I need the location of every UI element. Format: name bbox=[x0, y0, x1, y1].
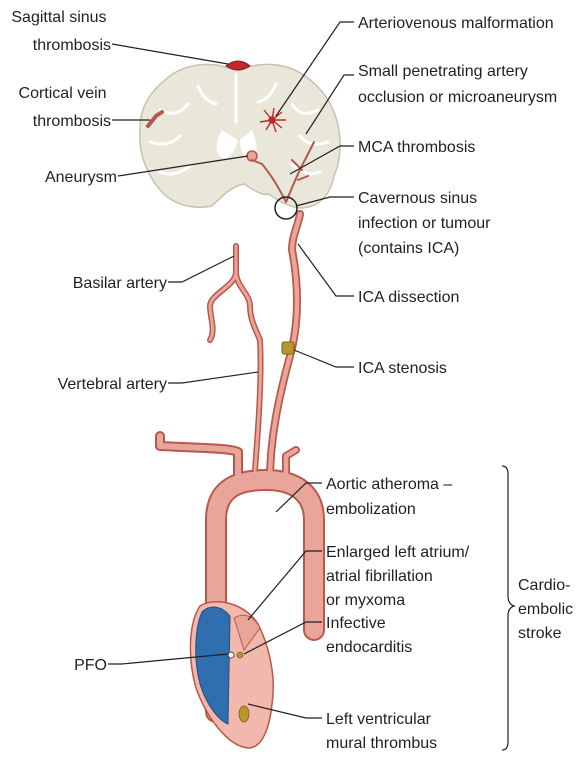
label-cavernous: Cavernous sinus infection or tumour (con… bbox=[358, 190, 495, 257]
label-basilar-artery: Basilar artery bbox=[73, 275, 167, 292]
pfo-marker bbox=[228, 652, 234, 658]
label-small-artery: Small penetrating artery occlusion or mi… bbox=[358, 63, 557, 106]
label-vertebral-artery: Vertebral artery bbox=[58, 376, 167, 393]
brain-coronal-section bbox=[140, 61, 340, 208]
label-lv-thrombus: Left ventricular mural thrombus bbox=[326, 711, 437, 752]
label-endocarditis: Infective endocarditis bbox=[326, 615, 412, 656]
ica-stenosis-plaque bbox=[282, 342, 294, 354]
label-aortic: Aortic atheroma – embolization bbox=[326, 476, 457, 518]
label-ica-stenosis: ICA stenosis bbox=[358, 360, 447, 377]
label-pfo: PFO bbox=[74, 657, 107, 674]
label-avm: Arteriovenous malformation bbox=[358, 15, 554, 32]
heart bbox=[190, 602, 273, 748]
label-mca: MCA thrombosis bbox=[358, 139, 475, 156]
label-aneurysm: Aneurysm bbox=[45, 169, 117, 186]
brain-outline bbox=[140, 64, 340, 208]
label-ica-dissection: ICA dissection bbox=[358, 289, 459, 306]
label-sagittal-sinus: Sagittal sinus thrombosis bbox=[11, 9, 111, 54]
lv-mural-thrombus bbox=[239, 706, 249, 722]
vegetation-marker bbox=[237, 652, 243, 658]
label-left-atrium: Enlarged left atrium/ atrial fibrillatio… bbox=[326, 544, 474, 609]
cardioembolic-bracket bbox=[502, 466, 514, 750]
label-cortical-vein: Cortical vein thrombosis bbox=[19, 85, 111, 130]
label-cardioembolic-stroke: Cardio- embolic stroke bbox=[518, 577, 578, 642]
right-heart-chambers bbox=[196, 607, 230, 724]
